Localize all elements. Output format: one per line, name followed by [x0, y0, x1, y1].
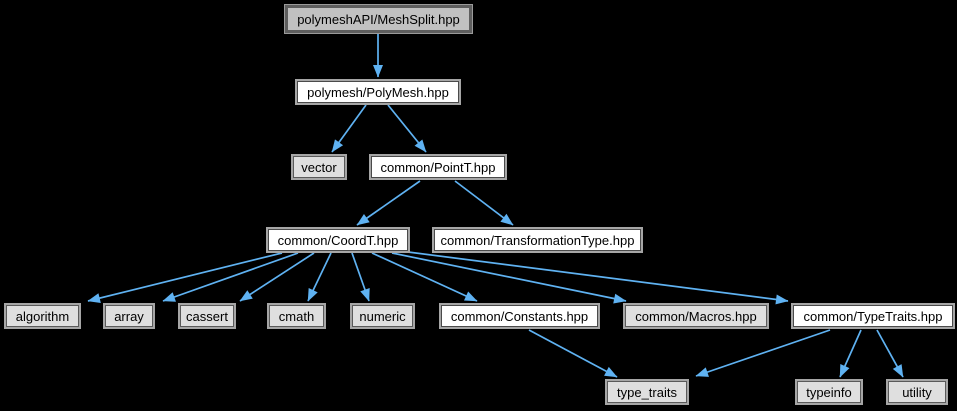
edge-coordt-algorithm — [87, 252, 283, 303]
edge-polymesh-vector — [331, 104, 367, 153]
edge-coordt-typetraits — [407, 251, 789, 305]
node-typetraits-hpp[interactable]: common/TypeTraits.hpp — [791, 303, 955, 329]
edge-polymesh-pointt — [387, 104, 427, 153]
node-coordt-hpp[interactable]: common/CoordT.hpp — [266, 227, 410, 253]
node-pointt-hpp[interactable]: common/PointT.hpp — [369, 154, 507, 180]
edge-typetraits-type-traits — [695, 329, 831, 377]
edge-coordt-numeric — [351, 252, 370, 302]
node-typeinfo: typeinfo — [795, 379, 863, 405]
node-transformationtype-hpp[interactable]: common/TransformationType.hpp — [432, 227, 643, 253]
edge-pointt-coordt — [356, 180, 421, 226]
node-array: array — [103, 303, 155, 329]
node-meshsplit-hpp: polymeshAPI/MeshSplit.hpp — [285, 5, 472, 33]
edge-typetraits-typeinfo — [839, 329, 862, 378]
edge-typetraits-utility — [876, 329, 904, 378]
edge-coordt-array — [162, 252, 299, 302]
edge-coordt-constants — [371, 252, 478, 302]
edge-coordt-cmath — [307, 252, 332, 302]
edge-constants-typetraits-hdr — [528, 329, 618, 378]
node-constants-hpp[interactable]: common/Constants.hpp — [439, 303, 600, 329]
node-algorithm: algorithm — [4, 303, 81, 329]
node-cassert: cassert — [178, 303, 236, 329]
edge-coordt-cassert — [239, 252, 315, 302]
node-polymesh-hpp[interactable]: polymesh/PolyMesh.hpp — [295, 79, 461, 105]
edge-coordt-macros — [391, 252, 627, 304]
node-vector: vector — [291, 154, 347, 180]
node-utility: utility — [886, 379, 948, 405]
node-macros-hpp: common/Macros.hpp — [623, 303, 769, 329]
node-cmath: cmath — [267, 303, 326, 329]
node-type-traits: type_traits — [605, 379, 689, 405]
node-numeric: numeric — [350, 303, 415, 329]
edge-pointt-transformation — [454, 180, 514, 226]
